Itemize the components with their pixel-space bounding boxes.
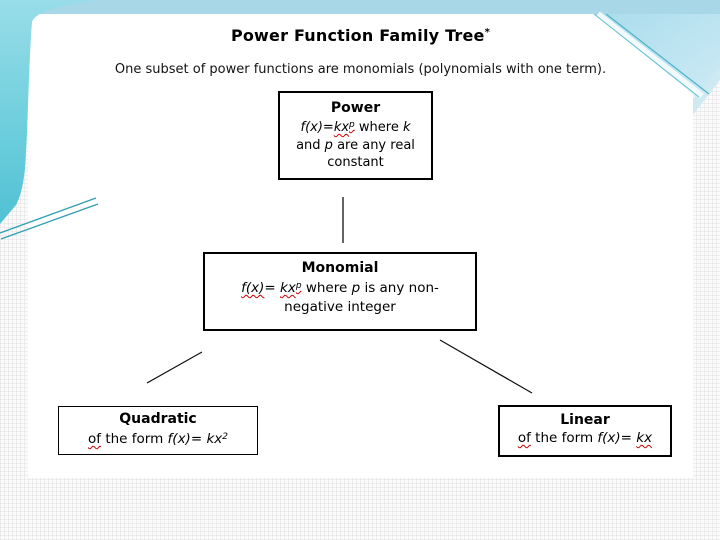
right-blue-column: [692, 0, 720, 80]
connector-monomial-quadratic: [146, 351, 203, 384]
node-linear-line1: of the form f(x)= kx: [500, 429, 670, 447]
text-the-form: the form: [530, 430, 598, 446]
node-monomial-line2: negative integer: [284, 299, 396, 315]
node-monomial-heading: Monomial: [301, 260, 379, 276]
right-stripe: [692, 64, 720, 116]
formula-fx: f(x): [241, 280, 265, 296]
formula-kx: kx: [206, 431, 223, 447]
top-band: [0, 0, 720, 15]
title-footnote-asterisk: *: [484, 27, 491, 38]
node-power-line3: constant: [327, 155, 384, 170]
formula-exponent-p: p: [295, 281, 302, 291]
page-title-text: Power Function Family Tree: [230, 26, 485, 45]
equals-sign: =: [264, 280, 280, 296]
node-linear-heading: Linear: [560, 412, 610, 428]
var-k: k: [402, 120, 411, 135]
connector-lines: [146, 197, 533, 394]
formula-kx: kx: [280, 280, 296, 296]
slide: Power Function Family Tree* One subset o…: [28, 14, 693, 478]
var-p: p: [351, 280, 361, 296]
var-p: p: [324, 137, 333, 153]
node-monomial-line1: f(x)= kxp where p is any non-: [205, 277, 475, 298]
page-title: Power Function Family Tree*: [28, 26, 693, 45]
node-quadratic-heading: Quadratic: [119, 411, 197, 427]
text-are-any-real: are any real: [332, 137, 415, 153]
node-power-line2: and p are any real: [280, 137, 431, 155]
text-where: where: [354, 120, 403, 135]
formula-exponent-2: 2: [222, 432, 228, 442]
formula-fx: f(x)=: [300, 120, 334, 135]
formula-kx: kx: [333, 120, 350, 135]
node-power-line1: f(x)=kxp where k: [280, 117, 431, 137]
node-quadratic-line1: of the form f(x)= kx2: [59, 428, 257, 448]
connector-monomial-linear: [439, 339, 533, 394]
node-monomial: Monomial f(x)= kxp where p is any non- n…: [203, 252, 477, 331]
formula-fx: f(x)=: [597, 430, 637, 446]
text-of: of: [517, 430, 531, 446]
formula-exponent-p: p: [349, 120, 355, 130]
text-where: where: [301, 280, 352, 296]
node-linear: Linear of the form f(x)= kx: [498, 405, 672, 457]
subtitle: One subset of power functions are monomi…: [114, 62, 607, 77]
text-the-form: the form: [101, 431, 168, 447]
formula-fx: f(x)=: [167, 431, 207, 447]
formula-kx: kx: [636, 430, 653, 446]
text-and: and: [296, 137, 325, 153]
node-power: Power f(x)=kxp where k and p are any rea…: [278, 91, 433, 180]
text-of: of: [88, 431, 102, 447]
text-is-any-non: is any non-: [360, 280, 439, 296]
node-quadratic: Quadratic of the form f(x)= kx2: [58, 406, 258, 455]
node-power-heading: Power: [330, 100, 381, 116]
